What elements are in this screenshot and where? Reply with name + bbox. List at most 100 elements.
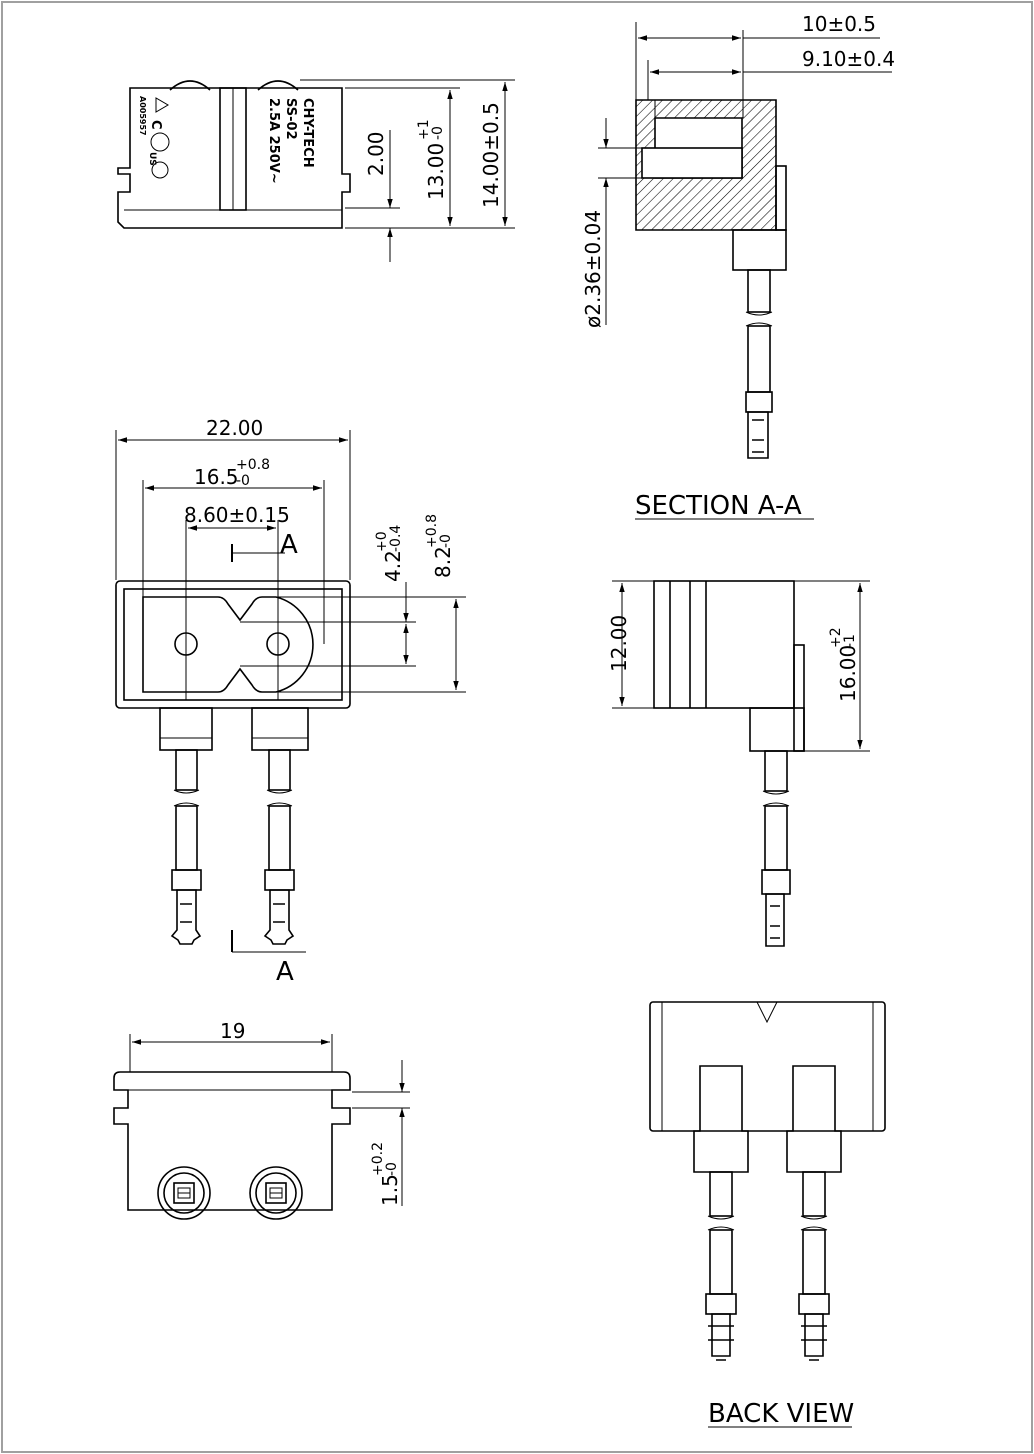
front-socket-cavity	[142, 596, 314, 693]
bottom-view: 19 1.5 +0.2 -0	[113, 1019, 410, 1220]
break-line	[800, 1215, 828, 1231]
dim-1-5-plus: +0.2	[370, 1142, 386, 1176]
pin-terminal	[265, 1182, 287, 1204]
dim-4-2-main: 4.2	[381, 550, 405, 582]
section-wire-lower	[747, 325, 771, 393]
top-view: CHY-TECH SS-02 2.5A 250V~ C US A005957 2…	[117, 79, 515, 262]
side-terminal	[765, 893, 785, 947]
side-view: 12.00 16.00 +2 -1	[607, 580, 870, 947]
pin-detail	[177, 1187, 191, 1199]
break-line	[266, 789, 293, 807]
ccc-logo-icon	[151, 161, 169, 179]
dim-22: 22.00	[206, 416, 263, 440]
section-pin-hole	[641, 147, 743, 179]
break-line	[707, 1215, 735, 1231]
side-rear-tab	[793, 644, 805, 752]
section-rear-tab	[775, 165, 787, 231]
dim-9-10: 9.10±0.4	[802, 47, 895, 71]
dim-13-plus: +1	[416, 119, 432, 140]
pin-ring-inner	[163, 1172, 205, 1214]
section-sleeve	[745, 391, 773, 413]
pin-ring-outer	[249, 1166, 303, 1220]
break-line	[745, 322, 773, 327]
back-sleeve-right	[798, 1293, 830, 1315]
dim-8-60: 8.60±0.15	[184, 503, 290, 527]
back-wire-upper-right	[802, 1171, 826, 1217]
dim-16-plus: +2	[828, 627, 844, 648]
dim-8-2-plus: +0.8	[424, 514, 440, 548]
dim-16-5-main: 16.5	[194, 465, 239, 489]
front-lead-left	[159, 707, 213, 945]
back-tower-left	[693, 1065, 749, 1173]
terminal-right	[263, 889, 295, 945]
back-sleeve-left	[705, 1293, 737, 1315]
wire-lower-left	[175, 805, 198, 871]
break-line	[762, 790, 790, 807]
dim-4-2-plus: +0	[374, 531, 390, 552]
pin-ring-outer	[157, 1166, 211, 1220]
front-collar-left	[159, 707, 213, 751]
back-terminal-left	[708, 1313, 734, 1361]
dim-16-minus: -1	[842, 634, 858, 648]
section-title: SECTION A-A	[635, 491, 802, 521]
section-mark-bottom: A	[276, 957, 294, 987]
break-line	[173, 789, 200, 807]
bottom-pin-left	[157, 1166, 211, 1220]
marking-model: SS-02	[283, 98, 298, 140]
cert-mark-us: US	[147, 152, 157, 166]
back-wire-lower-right	[802, 1229, 826, 1295]
dim-19: 19	[220, 1019, 245, 1043]
wire-upper-right	[268, 749, 291, 791]
bottom-body	[113, 1071, 351, 1211]
top-view-body	[117, 87, 351, 229]
break-line	[745, 311, 773, 316]
back-wire-upper-left	[709, 1171, 733, 1217]
side-body	[653, 580, 795, 709]
section-terminal	[747, 411, 769, 459]
sleeve-right	[264, 869, 295, 891]
cert-mark-c: C	[148, 120, 163, 130]
dim-12: 12.00	[607, 615, 631, 672]
dim-14: 14.00±0.5	[479, 102, 503, 208]
wire-lower-right	[268, 805, 291, 871]
dim-4-2-minus: -0.4	[388, 525, 404, 552]
dim-8-2-main: 8.2	[431, 546, 455, 578]
section-collar	[732, 229, 787, 271]
section-view: 10±0.5 9.10±0.4 ø2.36±0.04 SECTION A-A	[581, 12, 895, 521]
dim-8-2-minus: -0	[438, 534, 454, 548]
side-sleeve	[761, 869, 791, 895]
back-terminal-right	[801, 1313, 827, 1361]
front-view: A A 22.00 16.5 +0.8 -0 8.60±0.15 4.2 +0 …	[115, 416, 466, 987]
dim-1-5-minus: -0	[384, 1162, 400, 1176]
pin-terminal	[173, 1182, 195, 1204]
front-collar-right	[251, 707, 309, 751]
wire-upper-left	[175, 749, 198, 791]
bottom-pin-right	[249, 1166, 303, 1220]
dim-diameter: ø2.36±0.04	[581, 210, 605, 328]
section-wire-upper	[747, 269, 771, 313]
cert-code: A005957	[138, 96, 147, 136]
front-lead-right	[251, 707, 309, 945]
marking-rating: 2.5A 250V~	[266, 98, 281, 184]
dim-13-minus: -0	[430, 126, 446, 140]
back-view: BACK VIEW	[649, 1001, 886, 1429]
dim-13-main: 13.00	[424, 143, 448, 200]
pin-detail	[269, 1187, 283, 1199]
pse-triangle-icon	[155, 97, 169, 113]
top-view-marking: CHY-TECH SS-02 2.5A 250V~	[266, 98, 315, 184]
dim-16-main: 16.00	[836, 645, 860, 702]
marking-brand: CHY-TECH	[300, 98, 315, 168]
side-collar	[749, 707, 805, 752]
back-tower-right	[786, 1065, 842, 1173]
ul-logo-icon	[150, 132, 170, 152]
dim-2-00: 2.00	[364, 131, 388, 176]
dim-1-5-main: 1.5	[378, 1174, 402, 1206]
dim-16-5-plus: +0.8	[236, 457, 270, 473]
dim-16-5-minus: -0	[236, 473, 250, 489]
sleeve-left	[171, 869, 202, 891]
cert-marks: C US A005957	[138, 96, 170, 179]
back-notch	[756, 1001, 778, 1024]
side-wire-lower	[764, 805, 788, 871]
